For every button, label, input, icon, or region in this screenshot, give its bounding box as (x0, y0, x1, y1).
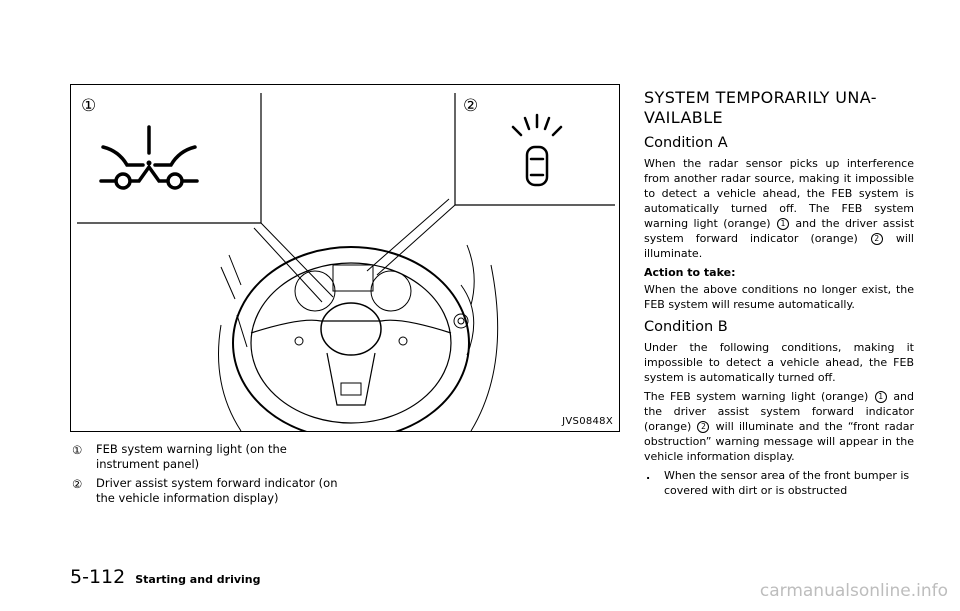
text-column: SYSTEM TEMPORARILY UNA-VAILABLE Conditio… (644, 88, 914, 498)
illustration-figure: ① ② (70, 84, 620, 432)
caption-item: ② Driver assist system forward indicator… (70, 476, 340, 506)
text-span: and the driver assist system forward ind… (644, 390, 915, 433)
page-number: 5-112 (70, 566, 126, 588)
section-name: Starting and driving (135, 573, 261, 586)
callout-2-inline: 2 (870, 233, 883, 245)
callout-2-inline: 2 (697, 421, 710, 433)
condition-b-paragraph-2: The FEB system warning light (orange) 1 … (644, 389, 914, 464)
page-footer: 5-112 Starting and driving (70, 566, 260, 588)
callout-1-inline: 1 (874, 391, 887, 403)
caption-number: ① (72, 443, 83, 457)
caption-number: ② (72, 477, 83, 491)
callout-1: ① (81, 96, 96, 116)
action-label: Action to take: (644, 266, 736, 279)
watermark: carmanualsonline.info (759, 581, 948, 601)
steering-wheel (218, 244, 499, 431)
condition-b-title: Condition B (644, 319, 728, 335)
figure-code: JVS0848X (562, 416, 613, 427)
text-span: will illuminate and the “front radar obs… (644, 420, 914, 463)
text-span: will illuminate. (644, 232, 914, 260)
bullet-item: . When the sensor area of the front bump… (644, 468, 914, 498)
text-span: When the radar sensor picks up interfere… (644, 157, 914, 230)
bullet-text: When the sensor area of the front bumper… (664, 469, 910, 497)
caption-text: Driver assist system forward indicator (… (96, 476, 338, 505)
callout-1-inline: 1 (776, 218, 789, 230)
condition-b-paragraph-1: Under the following conditions, making i… (644, 341, 914, 384)
feb-warning-icon (99, 125, 199, 190)
figure-captions: ① FEB system warning light (on the instr… (70, 442, 340, 510)
forward-indicator-icon (511, 113, 563, 187)
callout-2: ② (463, 96, 478, 116)
section-heading: SYSTEM TEMPORARILY UNA-VAILABLE (644, 88, 877, 127)
text-span: and the driver assist system forward ind… (644, 217, 915, 245)
action-text: When the above conditions no longer exis… (644, 283, 914, 311)
steering-wheel-illustration: ① ② (77, 93, 615, 431)
bullet-mark: . (646, 469, 651, 482)
condition-a-paragraph: When the radar sensor picks up interfere… (644, 156, 914, 261)
caption-text: FEB system warning light (on the instrum… (96, 442, 287, 471)
condition-a-title: Condition A (644, 135, 728, 151)
text-span: The FEB system warning light (orange) (644, 390, 869, 403)
caption-item: ① FEB system warning light (on the instr… (70, 442, 340, 472)
